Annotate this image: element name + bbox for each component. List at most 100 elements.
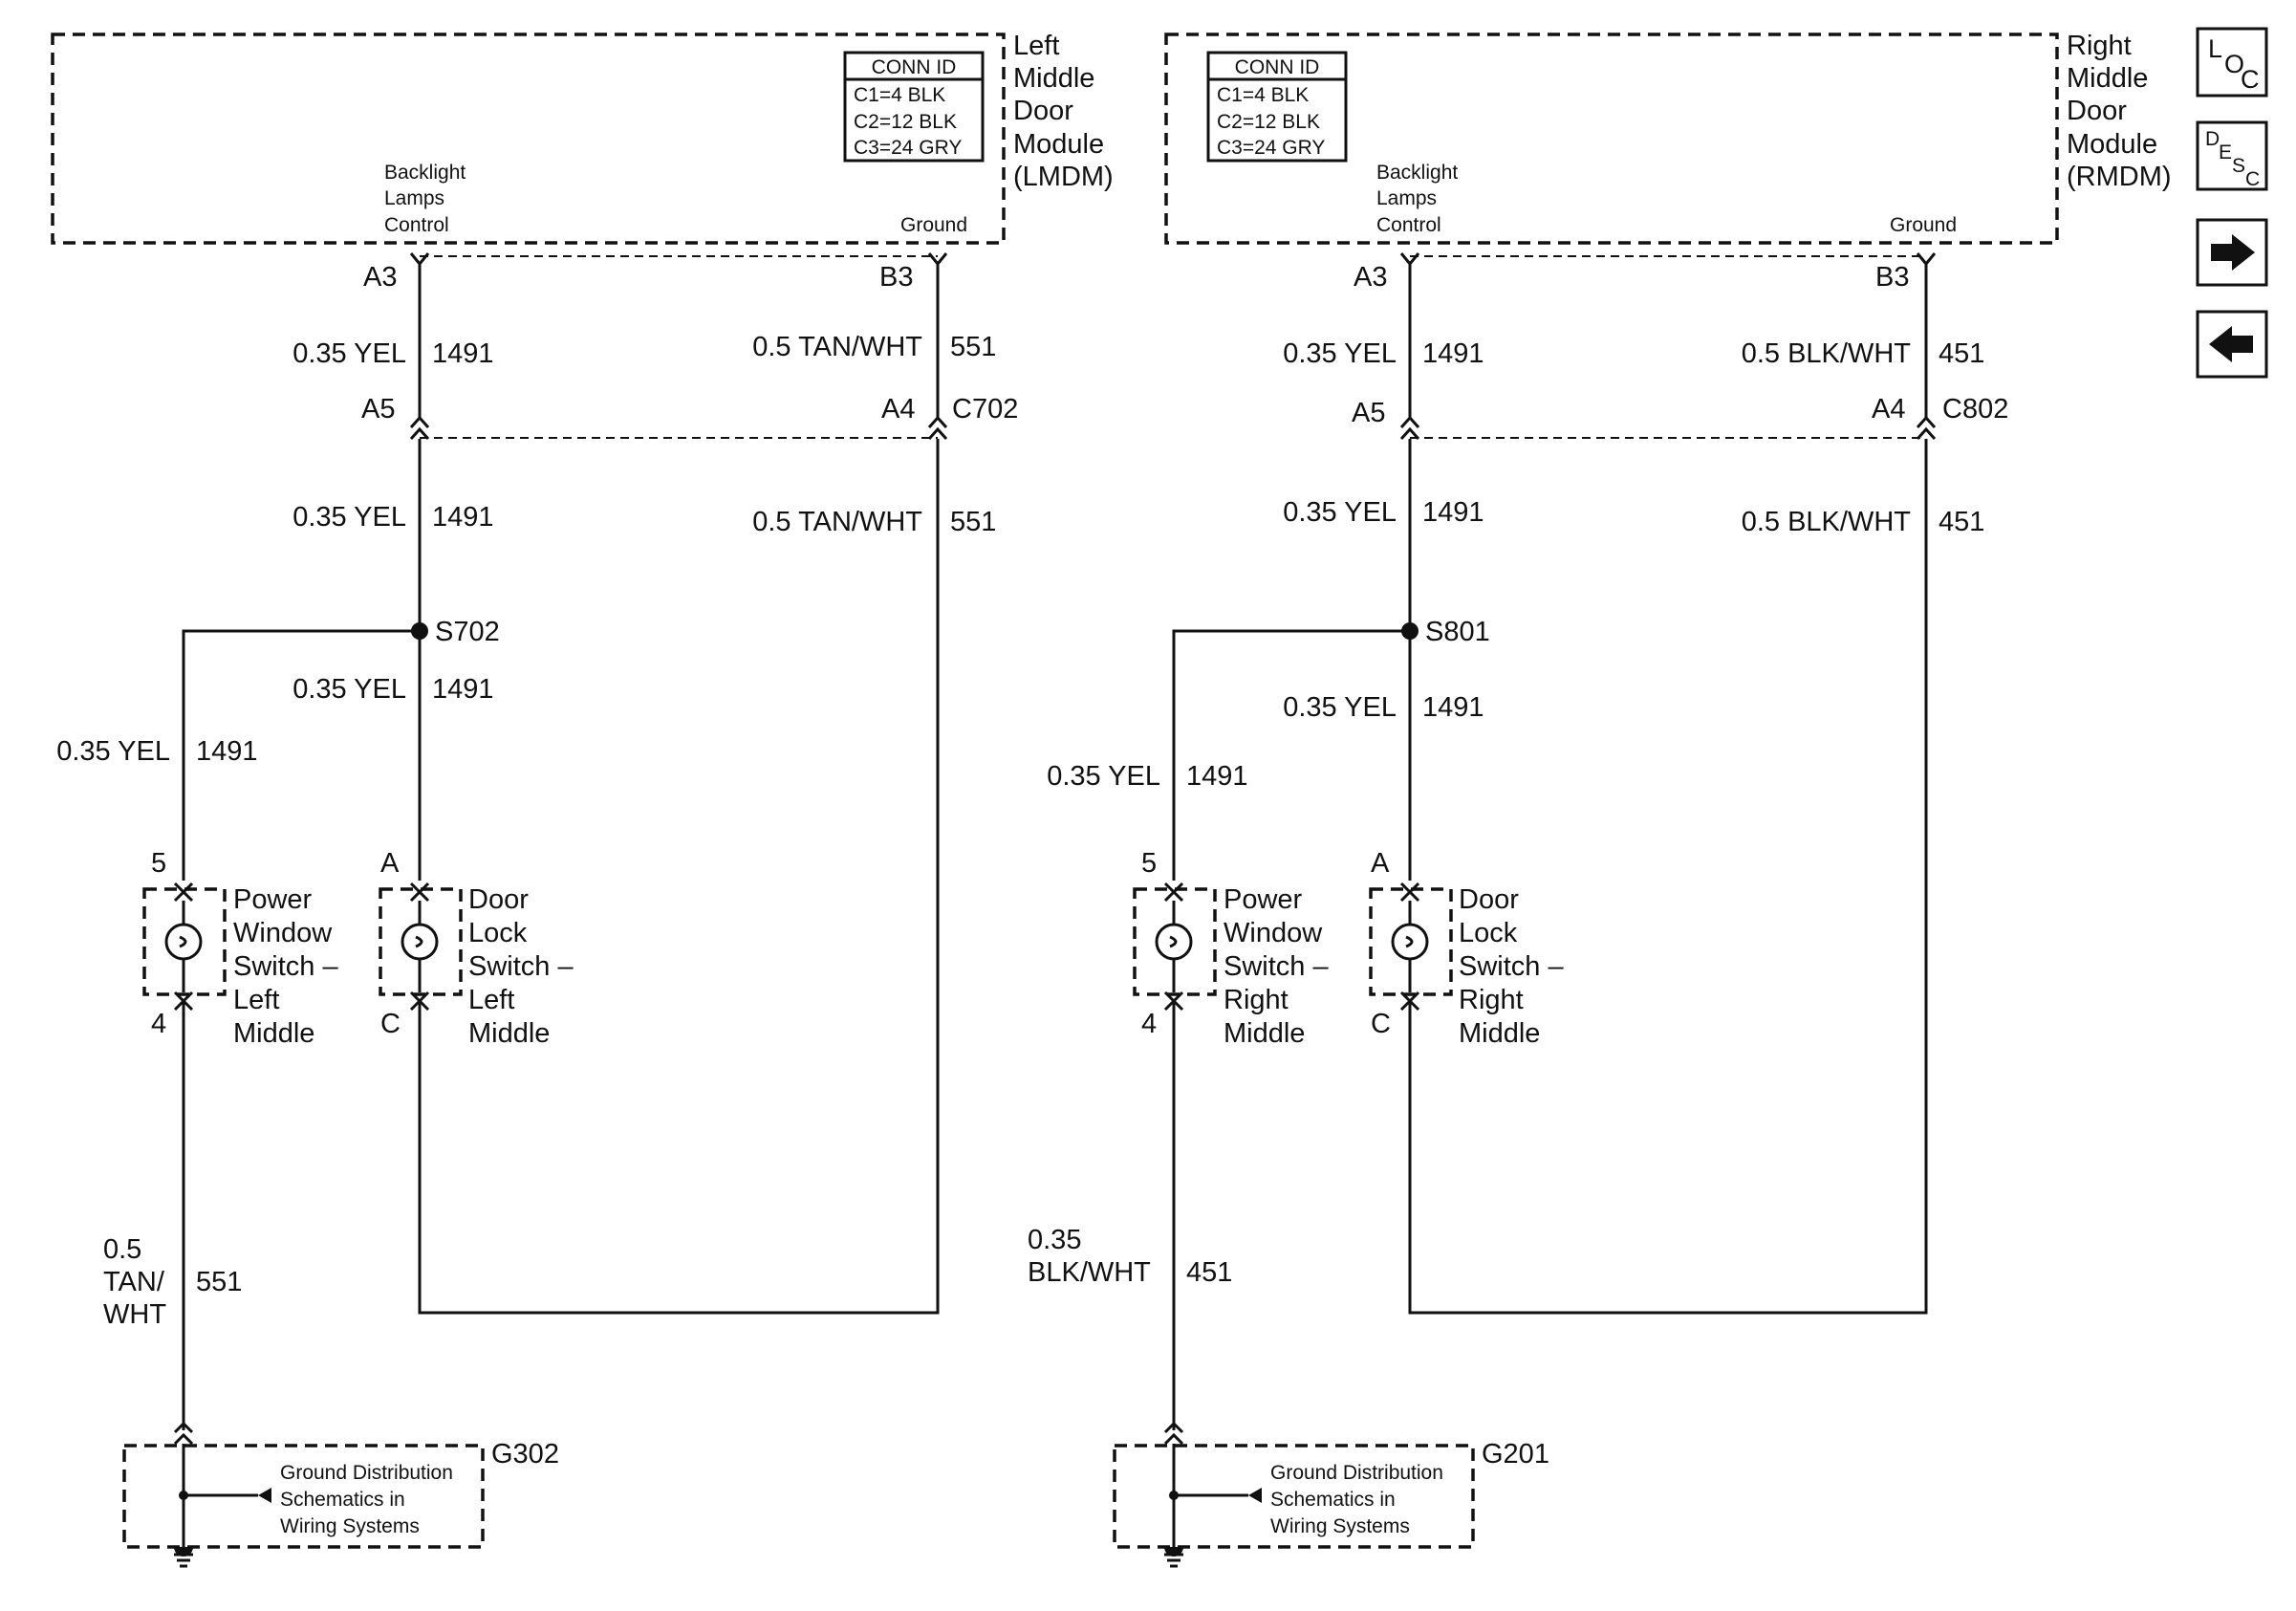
- pin-b3-label: B3: [1875, 262, 1909, 293]
- svg-text:Window: Window: [1224, 918, 1323, 948]
- pin-label: C: [380, 1009, 401, 1039]
- wire-circuit-label: 451: [1939, 338, 1984, 369]
- wire-gauge-label: 0.35 YEL: [292, 502, 406, 533]
- wire-gauge-label: 0.5 BLK/WHT: [1742, 507, 1912, 537]
- svg-text:E: E: [2219, 142, 2232, 163]
- lmdm-ground-label: Ground: [900, 214, 967, 236]
- wire-gauge-label: 0.35 YEL: [292, 338, 406, 369]
- pin-a5-label: A5: [1352, 398, 1385, 428]
- pin-a4-label: A4: [1872, 394, 1905, 425]
- svg-text:Power: Power: [233, 884, 313, 915]
- wire-1491-right: [1172, 264, 1412, 881]
- svg-text:CONN ID: CONN ID: [1235, 56, 1320, 78]
- wire-circuit-label: 551: [950, 507, 996, 537]
- splice-label: S702: [435, 617, 500, 647]
- wire-gauge-label: 0.35: [1028, 1225, 1081, 1255]
- lmdm-backlight-label: Backlight Lamps Control: [384, 162, 466, 236]
- lmdm-pin-chevrons: [409, 252, 948, 267]
- splice-s702-dot: [411, 622, 428, 640]
- lmdm-conn-id-table: CONN ID C1=4 BLK C2=12 BLK C3=24 GRY: [843, 51, 985, 163]
- svg-text:Left: Left: [233, 985, 279, 1015]
- wire-circuit-label: 1491: [1422, 338, 1484, 369]
- wire-circuit-label: 1491: [432, 674, 494, 705]
- backlight-lamp-icon: [1155, 923, 1193, 961]
- svg-text:Lamps: Lamps: [1376, 187, 1437, 209]
- pin-a3-label: A3: [1354, 262, 1387, 293]
- svg-text:Middle: Middle: [1013, 63, 1094, 94]
- svg-text:O: O: [2224, 50, 2244, 78]
- previous-page-button[interactable]: [2196, 310, 2268, 379]
- wire-circuit-label: 1491: [432, 502, 494, 533]
- ground-g302: Ground Distribution Schematics in Wiring…: [122, 1421, 559, 1568]
- svg-text:Door: Door: [1013, 96, 1073, 126]
- wire-gauge-label: 0.5: [103, 1234, 141, 1265]
- svg-text:Wiring Systems: Wiring Systems: [280, 1515, 420, 1537]
- svg-text:Switch –: Switch –: [1459, 951, 1564, 982]
- svg-text:Door: Door: [1459, 884, 1519, 915]
- svg-text:Middle: Middle: [2067, 63, 2148, 94]
- description-button[interactable]: D E S C: [2196, 120, 2268, 191]
- pin-a3-label: A3: [363, 262, 397, 293]
- next-page-button[interactable]: [2196, 218, 2268, 287]
- svg-text:C3=24 GRY: C3=24 GRY: [1217, 137, 1325, 159]
- svg-text:D: D: [2205, 128, 2220, 150]
- wire-circuit-label: 1491: [196, 736, 258, 767]
- svg-text:Middle: Middle: [468, 1018, 550, 1049]
- c802-pin-chevrons: [1399, 415, 1937, 441]
- door-lock-switch-left-middle: A C Door Lock Switch – Left Middle: [379, 848, 574, 1049]
- wire-circuit-label: 1491: [1422, 692, 1484, 723]
- lmdm-module-box: [51, 33, 1006, 245]
- svg-text:Ground Distribution: Ground Distribution: [280, 1462, 453, 1484]
- svg-text:Door: Door: [2067, 96, 2127, 126]
- door-lock-switch-right-middle: A C Door Lock Switch – Right Middle: [1369, 848, 1564, 1049]
- svg-text:C: C: [2245, 168, 2260, 190]
- svg-text:Switch –: Switch –: [1224, 951, 1329, 982]
- c702-pin-chevrons: [409, 415, 948, 441]
- wire-1491-left: [182, 264, 422, 881]
- svg-text:Switch –: Switch –: [233, 951, 338, 982]
- svg-text:Middle: Middle: [233, 1018, 314, 1049]
- svg-text:C3=24 GRY: C3=24 GRY: [854, 137, 962, 159]
- svg-text:Switch –: Switch –: [468, 951, 574, 982]
- pin-label: 5: [151, 848, 166, 879]
- pin-label: 4: [151, 1009, 166, 1039]
- rmdm-module-label: Right Middle Door Module (RMDM): [2067, 31, 2172, 192]
- location-button[interactable]: L O C: [2196, 27, 2268, 98]
- wire-gauge-label: TAN/: [103, 1267, 165, 1297]
- pin-label: C: [1371, 1009, 1391, 1039]
- svg-text:CONN ID: CONN ID: [872, 56, 957, 78]
- rmdm-ground-label: Ground: [1890, 214, 1957, 236]
- splice-label: S801: [1425, 617, 1490, 647]
- arrow-reference-icon: [258, 1488, 271, 1503]
- svg-text:C2=12 BLK: C2=12 BLK: [1217, 111, 1320, 133]
- svg-text:Middle: Middle: [1459, 1018, 1540, 1049]
- svg-text:Right: Right: [2067, 31, 2132, 61]
- wire-circuit-label: 1491: [1422, 497, 1484, 528]
- pin-a5-label: A5: [361, 394, 395, 425]
- svg-text:C1=4 BLK: C1=4 BLK: [1217, 84, 1309, 106]
- pin-label: A: [1371, 848, 1390, 879]
- svg-text:Left: Left: [1013, 31, 1059, 61]
- svg-text:C1=4 BLK: C1=4 BLK: [854, 84, 945, 106]
- wire-circuit-label: 1491: [432, 338, 494, 369]
- power-window-switch-left-middle: 5 4 Power Window Switch – Left Middle: [142, 848, 338, 1049]
- connector-id-label: C702: [952, 394, 1018, 425]
- wire-gauge-label: 0.35 YEL: [1283, 497, 1397, 528]
- ground-id-label: G302: [491, 1439, 559, 1469]
- wire-gauge-label: 0.35 YEL: [1283, 338, 1397, 369]
- svg-text:(LMDM): (LMDM): [1013, 162, 1114, 192]
- wire-gauge-label: 0.35 YEL: [292, 674, 406, 705]
- backlight-lamp-icon: [401, 923, 439, 961]
- svg-text:Power: Power: [1224, 884, 1303, 915]
- wire-gauge-label: BLK/WHT: [1028, 1257, 1151, 1288]
- svg-text:Right: Right: [1224, 985, 1289, 1015]
- svg-text:Schematics in: Schematics in: [1270, 1489, 1396, 1511]
- lmdm-module-label: Left Middle Door Module (LMDM): [1013, 31, 1114, 192]
- pin-b3-label: B3: [879, 262, 913, 293]
- wire-gauge-label: 0.35 YEL: [1283, 692, 1397, 723]
- svg-text:Window: Window: [233, 918, 333, 948]
- arrow-right-icon: [2211, 234, 2255, 271]
- pin-a4-label: A4: [881, 394, 915, 425]
- svg-text:Left: Left: [468, 985, 514, 1015]
